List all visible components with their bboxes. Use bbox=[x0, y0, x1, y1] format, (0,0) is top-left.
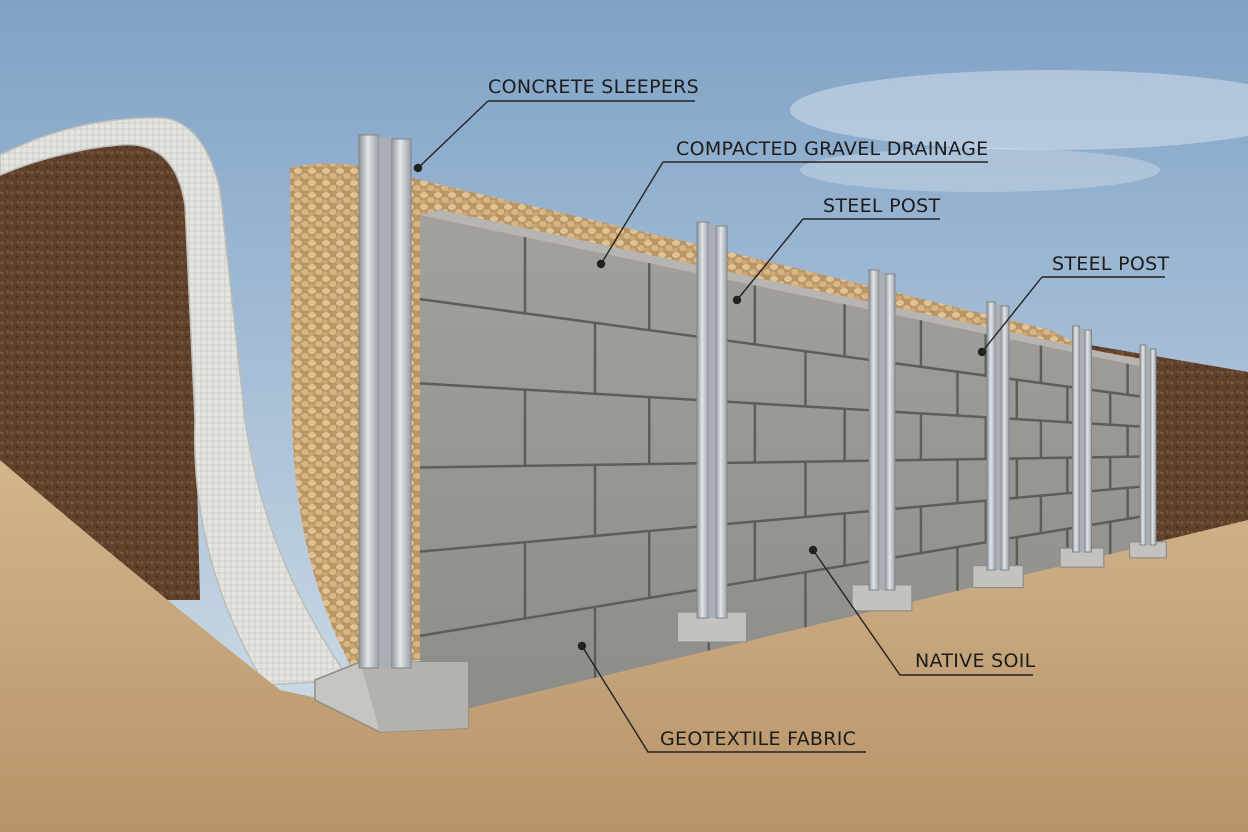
leader-geotextile-fabric bbox=[581, 645, 866, 753]
callout-geotextile-fabric: GEOTEXTILE FABRIC bbox=[660, 728, 857, 750]
steel-post-flange bbox=[1139, 344, 1147, 546]
wall-course-line bbox=[419, 297, 1149, 399]
callout-steel-post-2: STEEL POST bbox=[1052, 253, 1170, 275]
steel-post-flange bbox=[1149, 348, 1157, 546]
steel-post-flange bbox=[696, 221, 709, 619]
leader-dot-steel-post-1 bbox=[732, 295, 742, 305]
steel-post-flange bbox=[1083, 329, 1093, 553]
leader-dot-geotextile-fabric bbox=[577, 641, 587, 651]
native-soil-mass-left bbox=[0, 134, 200, 601]
steel-post-flange bbox=[986, 301, 996, 571]
block-wall-cap bbox=[420, 210, 1150, 368]
leader-native-soil bbox=[812, 549, 1033, 676]
leader-dot-steel-post-2 bbox=[977, 347, 987, 357]
steel-post-flange bbox=[884, 273, 896, 591]
wall-course-line bbox=[419, 455, 1149, 469]
leader-steel-post-2 bbox=[981, 276, 1165, 353]
block-wall-body bbox=[420, 215, 1148, 720]
leader-steel-post-1 bbox=[736, 218, 940, 301]
steel-post-flange bbox=[358, 134, 380, 669]
steel-post-flange bbox=[1000, 305, 1010, 571]
sand-ground bbox=[0, 460, 1248, 832]
leader-dot-native-soil bbox=[808, 545, 818, 555]
steel-post-flange bbox=[715, 225, 728, 619]
concrete-sleeper-footing-face bbox=[360, 662, 468, 732]
leader-gravel-drainage bbox=[600, 161, 988, 265]
steel-post-web bbox=[995, 304, 1001, 570]
callout-concrete-sleepers: CONCRETE SLEEPERS bbox=[488, 76, 700, 98]
leader-lines bbox=[413, 100, 1165, 753]
steel-posts bbox=[314, 134, 1167, 733]
steel-post-web bbox=[1079, 328, 1085, 552]
steel-post-web bbox=[878, 272, 886, 590]
steel-post-web bbox=[1146, 347, 1150, 545]
steel-post-web bbox=[378, 137, 392, 668]
leader-concrete-sleepers bbox=[417, 100, 695, 169]
steel-post-flange bbox=[868, 269, 880, 591]
leader-dot-concrete-sleepers bbox=[413, 163, 423, 173]
wall-course-line bbox=[419, 484, 1149, 553]
steel-post-flange bbox=[390, 138, 412, 669]
callout-gravel-drainage: COMPACTED GRAVEL DRAINAGE bbox=[676, 138, 989, 160]
steel-post-web bbox=[708, 224, 716, 618]
wall-course-line bbox=[419, 382, 1149, 429]
steel-post-flange bbox=[1072, 325, 1081, 553]
callout-steel-post-1: STEEL POST bbox=[823, 195, 941, 217]
leader-dot-gravel-drainage bbox=[596, 259, 606, 269]
wall-course-line bbox=[419, 514, 1149, 638]
callout-native-soil: NATIVE SOIL bbox=[915, 650, 1036, 672]
